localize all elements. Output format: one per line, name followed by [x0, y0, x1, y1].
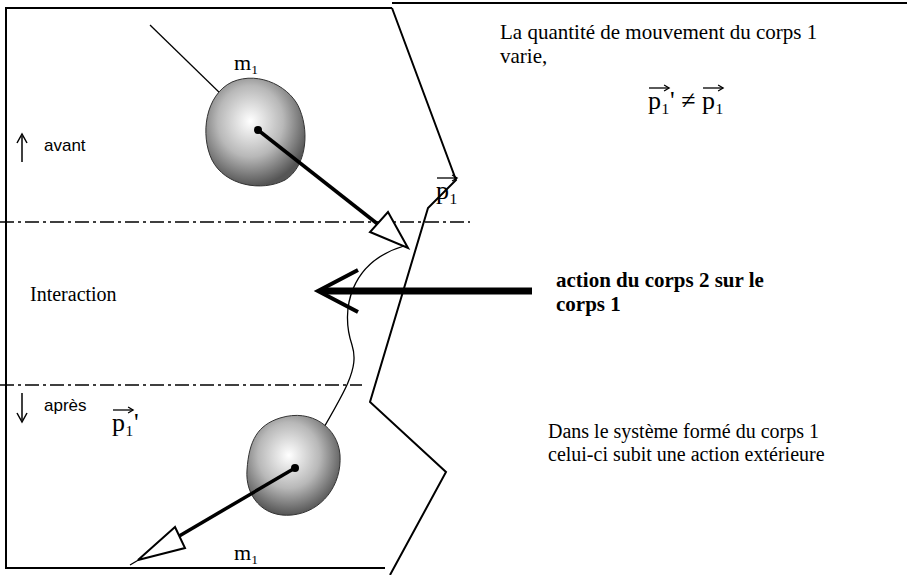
- note-text: Dans le système formé du corps 1 celui-c…: [548, 420, 868, 466]
- force-arrow-head: [318, 270, 358, 312]
- mass-label: m₁: [234, 540, 259, 565]
- down-arrow-head: [17, 413, 27, 422]
- up-arrow-head: [17, 134, 27, 143]
- down-arrow: [21, 393, 23, 420]
- vector-label: p₁': [112, 408, 139, 438]
- action-label: action du corps 2 sur le corps 1: [556, 268, 806, 316]
- mass-label: m₁: [234, 50, 259, 75]
- formula: p₁' ≠ p₁: [648, 86, 724, 116]
- body-1: [247, 415, 340, 515]
- top-rule: [392, 2, 907, 4]
- force-arrow: [322, 288, 532, 295]
- body-1: [206, 78, 305, 186]
- phase-label: Interaction: [30, 283, 117, 306]
- arrow-head: [370, 212, 408, 248]
- arrow-head: [138, 527, 185, 560]
- separator-line: [0, 221, 470, 222]
- up-arrow: [21, 136, 23, 162]
- note-text: La quantité de mouvement du corps 1 vari…: [500, 20, 830, 68]
- phase-label: avant: [44, 136, 86, 156]
- phase-label: après: [44, 396, 87, 416]
- vector-label: p₁: [436, 176, 458, 206]
- separator-line: [0, 384, 362, 385]
